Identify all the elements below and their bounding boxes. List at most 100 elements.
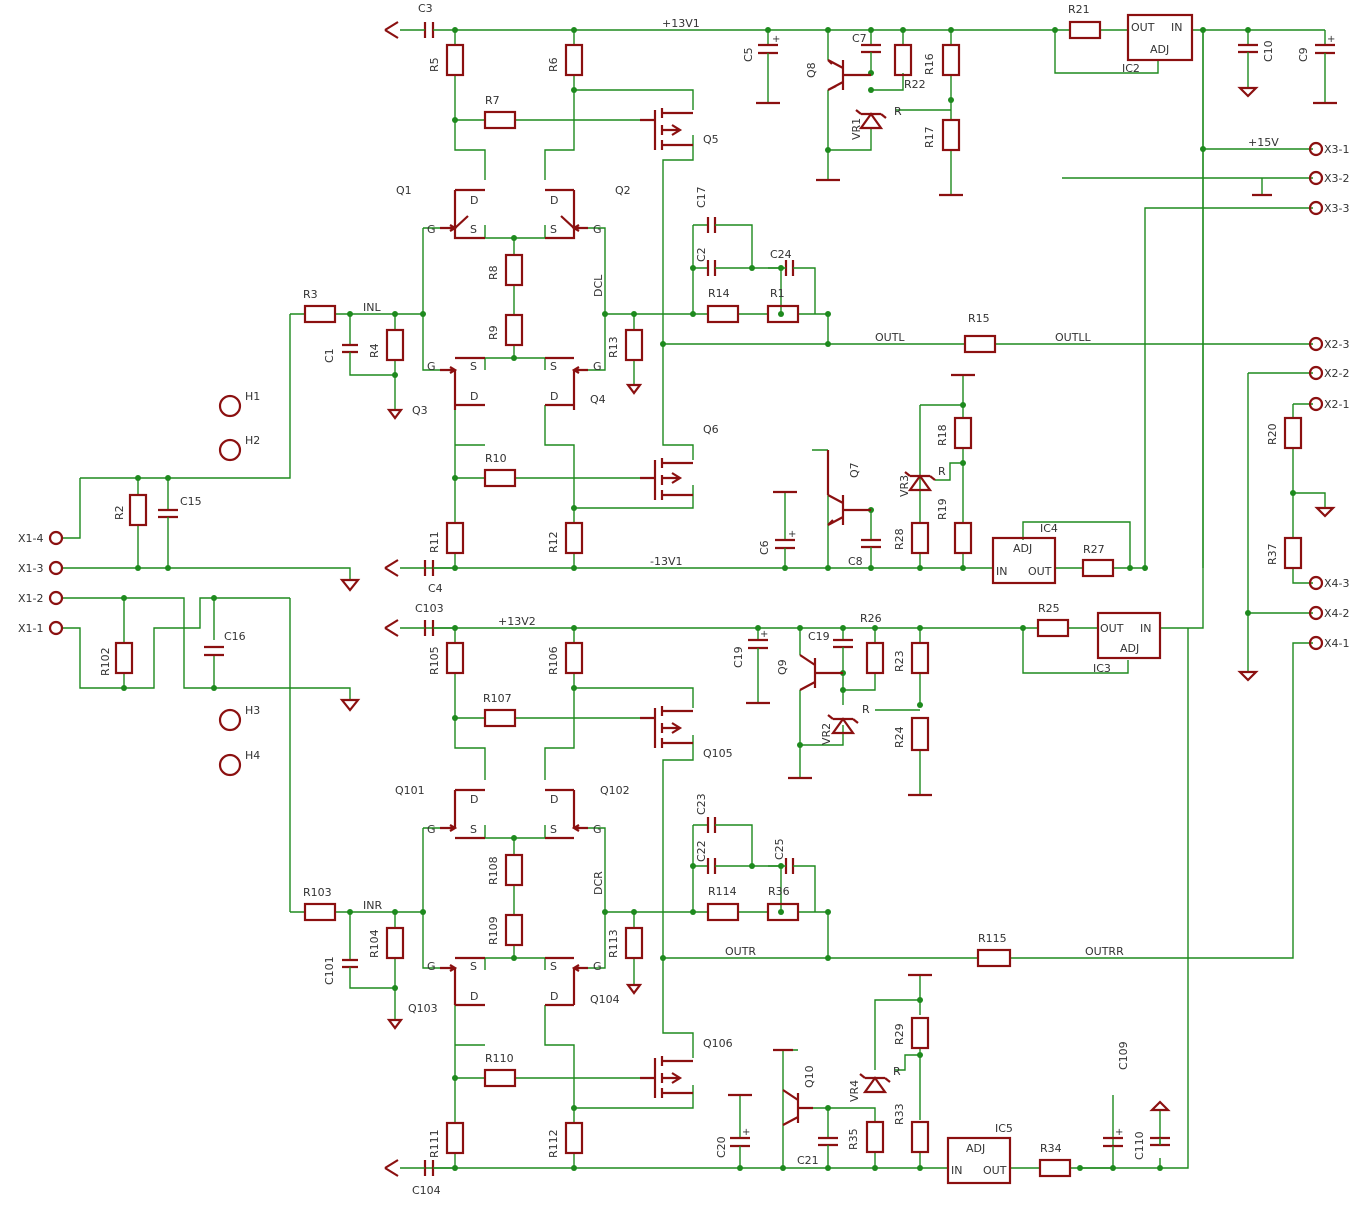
pin-label: R	[893, 1065, 901, 1078]
label-q4: Q4	[590, 393, 606, 406]
transistor-symbols	[440, 59, 936, 1126]
pin-label: G	[593, 960, 602, 973]
ic-pin-label: IN	[996, 565, 1007, 578]
label-c2: C2	[695, 247, 708, 262]
label-r24: R24	[893, 726, 906, 748]
pin-label: G	[593, 823, 602, 836]
label-r3: R3	[303, 288, 318, 301]
ic-blocks	[946, 13, 1194, 1185]
wires-bottom-channel	[62, 30, 1326, 1169]
label-r15: R15	[968, 312, 990, 325]
label-c1: C1	[323, 348, 336, 363]
pin-label: D	[470, 793, 478, 806]
pin-label: R	[938, 465, 946, 478]
connector-label: X3-3	[1324, 202, 1350, 215]
pin-label: G	[427, 360, 436, 373]
label-r23: R23	[893, 650, 906, 672]
label-q103: Q103	[408, 1002, 438, 1015]
ground-symbols	[339, 86, 1337, 1112]
label-r105: R105	[428, 646, 441, 675]
pin-label: G	[427, 960, 436, 973]
pin-label: D	[550, 990, 558, 1003]
label-c20: C20	[715, 1136, 728, 1158]
label-r104: R104	[368, 929, 381, 958]
pin-label: S	[550, 960, 557, 973]
label-r114: R114	[708, 885, 737, 898]
ic-pin-label: OUT	[1100, 622, 1124, 635]
connector-pins	[48, 141, 1324, 651]
ic-label: IC4	[1040, 522, 1058, 535]
ic-pin-label: ADJ	[1013, 542, 1032, 555]
ic-pin-label: ADJ	[1150, 43, 1169, 56]
hole-labels: H1 H2 H3 H4	[245, 390, 260, 762]
connector-label: X2-1	[1324, 398, 1350, 411]
pin-label: D	[550, 793, 558, 806]
pin-label: G	[593, 223, 602, 236]
net-label-outl: OUTL	[875, 331, 905, 344]
connector-labels: X1-4 X1-3 X1-2 X1-1 X3-1 X3-2 X3-3 X2-3 …	[18, 143, 1350, 650]
connector-label: X4-3	[1324, 577, 1350, 590]
label-q5: Q5	[703, 133, 719, 146]
label-r14: R14	[708, 287, 730, 300]
label-r27: R27	[1083, 543, 1105, 556]
hole-label: H2	[245, 434, 260, 447]
svg-text:+: +	[760, 629, 768, 640]
label-r11: R11	[428, 531, 441, 553]
label-r109: R109	[487, 916, 500, 945]
ic-label: IC2	[1122, 62, 1140, 75]
label-vr1: VR1	[850, 118, 863, 140]
label-c23: C23	[695, 793, 708, 815]
connector-label: X3-2	[1324, 172, 1350, 185]
wires-top-channel	[62, 29, 1326, 580]
hole-label: H4	[245, 749, 260, 762]
label-r107: R107	[483, 692, 512, 705]
label-c8: C8	[848, 555, 863, 568]
label-q106: Q106	[703, 1037, 733, 1050]
fet-pin-labels: G S D G S D G S D G S D G S D G S D G S …	[427, 194, 602, 1003]
label-r1: R1	[770, 287, 785, 300]
label-r35: R35	[847, 1128, 860, 1150]
label-r113: R113	[607, 929, 620, 958]
label-r17: R17	[923, 126, 936, 148]
net-label-outrr: OUTRR	[1085, 945, 1124, 958]
hole-label: H3	[245, 704, 260, 717]
pin-label: G	[427, 223, 436, 236]
pin-label: D	[550, 390, 558, 403]
svg-text:+: +	[1115, 1127, 1123, 1138]
component-labels: C3 R5 R6 R7 Q5 Q1 Q2 R8 R9 R13 C17 C2 C2…	[99, 2, 1310, 1197]
connector-label: X4-1	[1324, 637, 1350, 650]
ic-pin-label: OUT	[983, 1164, 1007, 1177]
connector-label: X3-1	[1324, 143, 1350, 156]
label-c101: C101	[323, 956, 336, 985]
label-c104: C104	[412, 1184, 441, 1197]
pin-label: D	[470, 990, 478, 1003]
svg-text:+: +	[742, 1127, 750, 1138]
net-labels: INL INR DCL DCR OUTL OUTLL OUTR OUTRR	[363, 274, 1124, 958]
pin-label: S	[470, 823, 477, 836]
label-r4: R4	[368, 343, 381, 358]
label-r111: R111	[428, 1129, 441, 1158]
ic-label: IC5	[995, 1122, 1013, 1135]
label-q104: Q104	[590, 993, 620, 1006]
net-label-inr: INR	[363, 899, 382, 912]
label-r115: R115	[978, 932, 1007, 945]
connector-label: X4-2	[1324, 607, 1350, 620]
label-q2: Q2	[615, 184, 631, 197]
pin-label: G	[593, 360, 602, 373]
label-r5: R5	[428, 57, 441, 72]
rail-label-top-neg: -13V1	[650, 555, 683, 568]
label-r21: R21	[1068, 3, 1090, 16]
label-c18: C19	[732, 646, 745, 668]
ic-pin-label: ADJ	[1120, 642, 1139, 655]
capacitor-symbols: ++++++	[158, 21, 1335, 1177]
label-r37: R37	[1266, 543, 1279, 565]
label-r7: R7	[485, 94, 500, 107]
label-r33: R33	[893, 1103, 906, 1125]
label-q3: Q3	[412, 404, 428, 417]
label-vr2: VR2	[820, 723, 833, 745]
pin-label: S	[550, 223, 557, 236]
pin-label: S	[550, 823, 557, 836]
label-r108: R108	[487, 856, 500, 885]
pin-label: S	[550, 360, 557, 373]
